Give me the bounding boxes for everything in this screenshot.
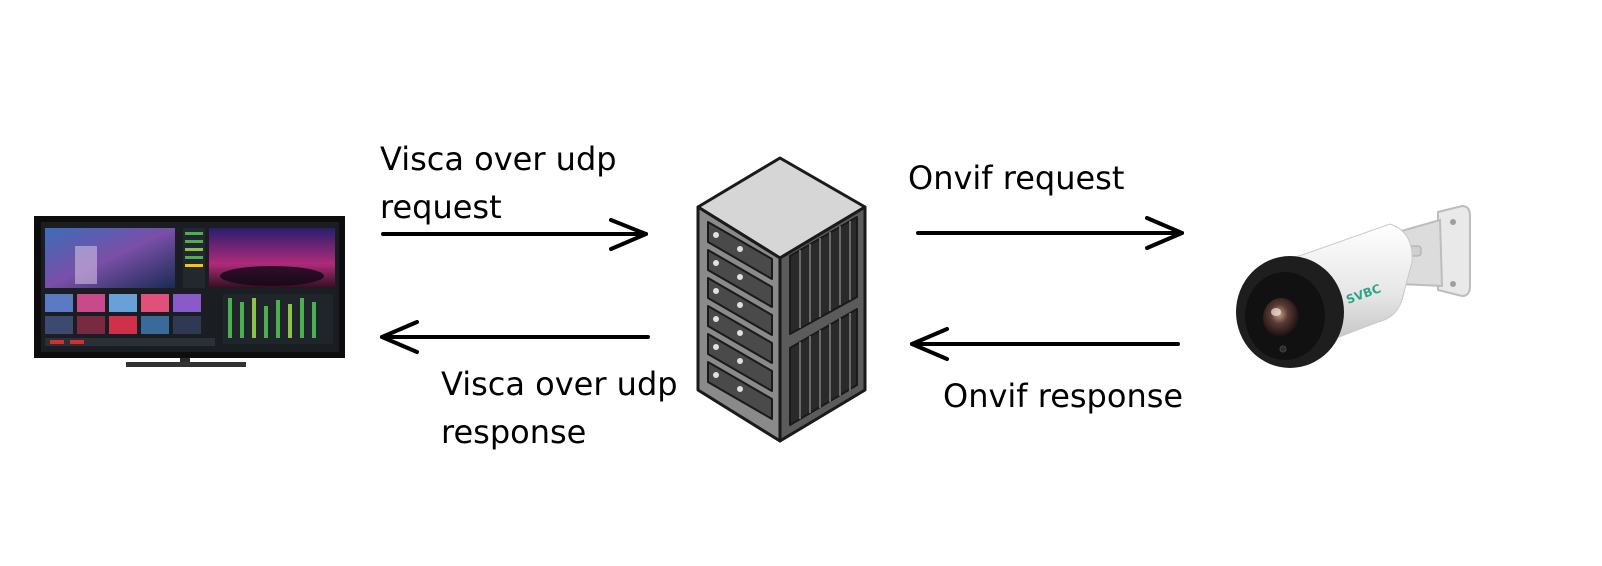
onvif-request-label: Onvif request — [908, 159, 1125, 197]
onvif-response-arrow — [910, 327, 1180, 361]
bullet-camera-icon — [1236, 204, 1471, 368]
visca-request-label-line2: request — [380, 188, 502, 226]
onvif-request-arrow — [916, 216, 1184, 250]
server-rack-icon — [696, 156, 867, 443]
video-switcher-monitor-icon — [34, 216, 345, 367]
visca-response-arrow — [380, 320, 650, 354]
visca-request-label-line1: Visca over udp — [380, 140, 617, 178]
visca-response-label-line2: response — [441, 413, 587, 451]
visca-request-arrow — [381, 218, 648, 251]
visca-response-label-line1: Visca over udp — [441, 365, 678, 403]
onvif-response-label: Onvif response — [943, 377, 1184, 415]
